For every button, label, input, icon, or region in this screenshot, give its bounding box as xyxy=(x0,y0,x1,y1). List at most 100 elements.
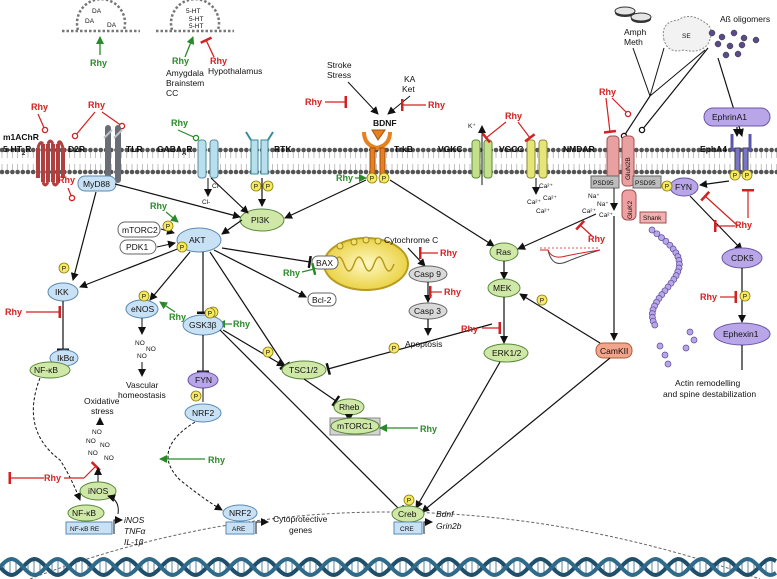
lipid-head xyxy=(587,169,592,175)
abeta-dot xyxy=(708,29,716,37)
ka-label: KA xyxy=(404,74,416,84)
lipid-head xyxy=(582,147,587,153)
lipid-head xyxy=(285,147,291,153)
lipid-head xyxy=(4,147,10,153)
cytochrome-c-dot xyxy=(350,238,358,246)
abeta-dot xyxy=(740,34,748,42)
trkb-receptor xyxy=(362,129,392,183)
bcl2-node xyxy=(307,292,337,307)
phosphate-badge xyxy=(138,290,150,302)
ras-label: Ras xyxy=(496,247,511,257)
lipid-head xyxy=(82,169,88,175)
na-ion-label: Na⁺ xyxy=(597,201,609,208)
lipid-head xyxy=(290,169,296,175)
lipid-head xyxy=(405,147,410,153)
lipid-head xyxy=(691,147,696,153)
nmdar-receptor: GluN2B xyxy=(606,135,635,187)
nrf2-node xyxy=(184,403,222,423)
no-label: NO xyxy=(92,429,102,436)
lipid-head xyxy=(556,169,561,175)
lipid-head xyxy=(275,147,280,153)
bcl2-label: Bcl-2 xyxy=(312,295,332,305)
phospho-badges: PPPPPPPPPPPPPPPPPPP xyxy=(58,169,753,506)
abeta-dot xyxy=(722,51,730,59)
rhy-akt-label: Rhy xyxy=(150,201,167,211)
trkb-label: TrkB xyxy=(394,144,413,154)
fyn-left-label: FYN xyxy=(195,375,212,385)
lipid-head xyxy=(592,147,598,153)
rhy-bax-label: Rhy xyxy=(283,268,300,278)
na-ion-label: Na⁺ xyxy=(588,193,600,200)
lipid-head xyxy=(296,169,301,175)
lipid-head xyxy=(686,169,691,175)
phosphate-label: P xyxy=(166,223,170,230)
vgkc-label: VGKC xyxy=(438,144,463,154)
phosphate-badge xyxy=(204,307,216,319)
phosphate-label: P xyxy=(733,172,737,179)
lipid-head xyxy=(223,169,228,175)
rhy-m1-label: Rhy xyxy=(31,102,48,112)
gene-grin2b-label: Grin2b xyxy=(436,521,462,531)
lipid-head xyxy=(67,169,72,175)
lipid-head xyxy=(353,147,358,153)
lipid-head xyxy=(93,147,98,153)
nfkb-node xyxy=(29,361,71,379)
m1achr-label: m1AChR xyxy=(3,132,39,142)
lipid-head xyxy=(665,169,670,175)
lipid-head xyxy=(192,169,197,175)
ca-ion-label: Ca²⁺ xyxy=(582,208,596,215)
lipid-head xyxy=(192,147,197,153)
psd95-right-label: PSD95 xyxy=(635,180,656,187)
lipid-head xyxy=(166,169,171,175)
cl-ion-label: Cl- xyxy=(202,199,210,206)
lipid-head xyxy=(166,147,171,153)
lipid-head xyxy=(706,169,712,175)
lipid-head xyxy=(134,147,140,153)
lipid-head xyxy=(348,147,353,153)
spine-destabilization-label: and spine destabilization xyxy=(663,389,756,399)
lipid-head xyxy=(654,169,660,175)
lipid-head xyxy=(722,147,728,153)
lipid-head xyxy=(140,169,145,175)
lipid-head xyxy=(670,147,676,153)
5ht-label: 5-HT xyxy=(186,8,200,15)
cytochrome-c-dots xyxy=(336,236,382,250)
lipid-head xyxy=(769,147,774,153)
vesicle-5ht: 5-HT 5-HT 5-HT xyxy=(156,0,234,33)
lipid-head xyxy=(753,169,759,175)
phosphate-label: P xyxy=(392,345,396,352)
lipid-head xyxy=(436,147,442,153)
lipid-head xyxy=(764,169,769,175)
lipid-head xyxy=(665,147,670,153)
nfkb-nuclear-node xyxy=(67,504,105,522)
lipid-head xyxy=(457,147,462,153)
rhy-ca-label: Rhy xyxy=(588,234,605,244)
lipid-head xyxy=(171,169,176,175)
da-label: DA xyxy=(92,8,102,15)
ephrina1-node xyxy=(703,107,771,127)
phosphate-label: P xyxy=(665,183,669,190)
lipid-head xyxy=(493,169,499,175)
rhy-bdnf-right-label: Rhy xyxy=(428,100,445,110)
phosphate-badge xyxy=(262,346,274,358)
lipid-head xyxy=(176,147,182,153)
cdk5-label: CDK5 xyxy=(731,253,754,263)
rhy-cytc-label: Rhy xyxy=(440,248,457,258)
ca-ion-label: Ca²⁺ xyxy=(543,195,557,202)
are-box xyxy=(225,521,255,535)
lipid-head xyxy=(218,169,223,175)
phosphate-label: P xyxy=(194,393,198,400)
lipid-head xyxy=(275,169,280,175)
lipid-head xyxy=(20,169,26,175)
phosphate-label: P xyxy=(370,175,374,182)
lipid-head xyxy=(0,147,5,153)
apoptosis-label: Apoptosis xyxy=(405,339,442,349)
no-label: NO xyxy=(100,442,110,449)
myd88-node xyxy=(77,175,117,192)
lipid-head xyxy=(426,147,431,153)
lipid-head xyxy=(431,147,436,153)
lipid-head xyxy=(20,147,26,153)
lipid-head xyxy=(342,169,348,175)
gabaar-label: GABAAR xyxy=(157,144,193,157)
phosphate-label: P xyxy=(180,244,184,251)
